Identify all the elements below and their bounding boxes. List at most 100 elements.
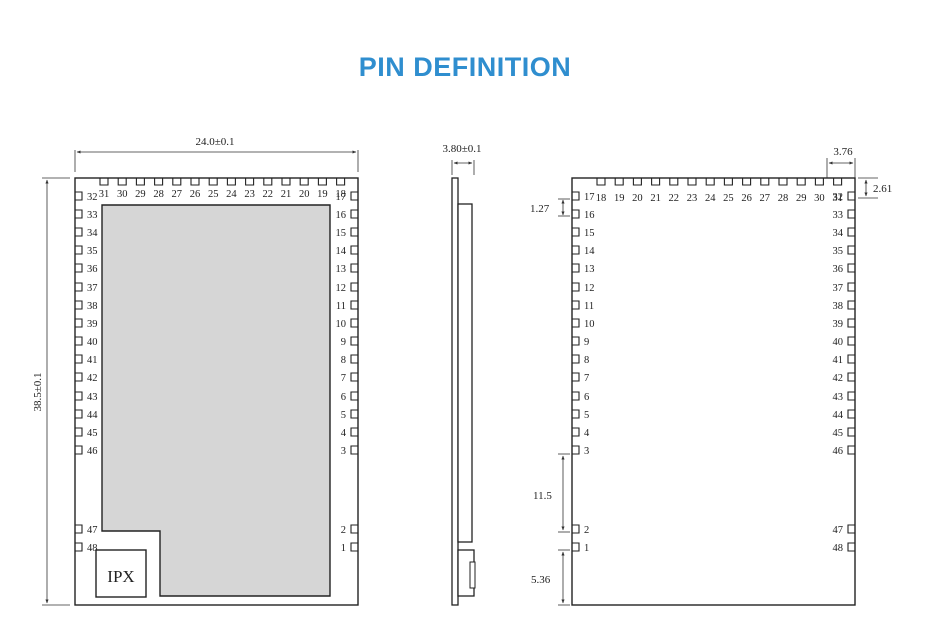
front-top-pad [317, 178, 327, 186]
front-left-pad [75, 427, 83, 437]
back-left-pad [572, 524, 580, 534]
back-corner-dim: 2.61 [873, 183, 892, 195]
front-left-pin-label: 45 [87, 428, 98, 439]
front-left-pin-label: 43 [87, 392, 98, 403]
back-left-pad [572, 354, 580, 364]
front-left-pad [75, 245, 83, 255]
back-pitch-dim: 1.27 [530, 203, 550, 215]
back-right-pad [847, 300, 855, 310]
front-top-pin-label: 27 [172, 189, 183, 200]
front-right-pad [350, 391, 358, 401]
back-right-pad [847, 372, 855, 382]
back-right-pin-label: 40 [833, 337, 844, 348]
front-left-pad [75, 227, 83, 237]
front-top-pin-label: 28 [153, 189, 164, 200]
back-left-pad [572, 372, 580, 382]
front-top-pin-label: 22 [263, 189, 274, 200]
back-bottom-dim: 5.36 [531, 574, 551, 586]
back-left-pad [572, 300, 580, 310]
back-right-pin-label: 46 [833, 446, 844, 457]
back-top-pin-label: 31 [832, 193, 843, 204]
back-right-pad [847, 524, 855, 534]
back-right-pad [847, 263, 855, 273]
back-left-pin-label: 7 [584, 373, 589, 384]
front-top-pad [336, 178, 346, 186]
back-left-pad [572, 445, 580, 455]
front-right-pin-label: 7 [341, 373, 346, 384]
back-top-pad [723, 178, 733, 186]
back-right-pin-label: 42 [833, 373, 844, 384]
side-shield [457, 203, 473, 543]
front-left-pin-label: 37 [87, 283, 98, 294]
front-top-pad [245, 178, 255, 186]
front-top-pad [208, 178, 218, 186]
front-top-pad [299, 178, 309, 186]
back-right-pin-label: 47 [833, 525, 844, 536]
front-top-pad [190, 178, 200, 186]
back-left-pad [572, 427, 580, 437]
front-top-pin-label: 31 [99, 189, 110, 200]
back-top-pin-label: 29 [796, 193, 807, 204]
front-left-pin-label: 47 [87, 525, 98, 536]
front-right-pad [350, 191, 358, 201]
front-left-pin-label: 38 [87, 301, 98, 312]
back-right-pad [847, 391, 855, 401]
front-right-pad [350, 372, 358, 382]
front-right-pin-label: 8 [341, 355, 346, 366]
front-left-pad [75, 282, 83, 292]
front-shield [101, 204, 331, 597]
front-right-pin-label: 10 [336, 319, 347, 330]
back-top-pin-label: 22 [669, 193, 680, 204]
front-right-pin-label: 4 [341, 428, 347, 439]
back-left-pad [572, 318, 580, 328]
back-top-pin-label: 18 [596, 193, 607, 204]
back-left-pin-label: 12 [584, 283, 595, 294]
front-left-pin-label: 36 [87, 264, 98, 275]
back-top-pin-label: 30 [814, 193, 825, 204]
front-right-pin-label: 2 [341, 525, 346, 536]
back-right-pad [847, 282, 855, 292]
back-right-pad [847, 209, 855, 219]
back-left-pin-label: 1 [584, 543, 589, 554]
front-top-pad [281, 178, 291, 186]
back-top-pad [778, 178, 788, 186]
back-top-pad [632, 178, 642, 186]
back-left-pad [572, 542, 580, 552]
back-right-pin-label: 45 [833, 428, 844, 439]
front-left-pin-label: 33 [87, 210, 98, 221]
back-right-pad [847, 354, 855, 364]
front-left-pad [75, 318, 83, 328]
front-top-pin-label: 30 [117, 189, 128, 200]
front-right-pad [350, 227, 358, 237]
front-right-pin-label: 9 [341, 337, 346, 348]
front-left-pad [75, 336, 83, 346]
front-top-pad [117, 178, 127, 186]
ipx-label: IPX [107, 567, 134, 586]
front-left-pad [75, 209, 83, 219]
back-right-pin-label: 35 [833, 246, 844, 257]
back-top-pin-label: 21 [650, 193, 661, 204]
back-right-pin-label: 48 [833, 543, 844, 554]
back-right-pad [847, 427, 855, 437]
front-left-pin-label: 44 [87, 410, 98, 421]
front-top-pin-label: 18 [335, 189, 346, 200]
back-top-pad [596, 178, 606, 186]
back-right-pin-label: 41 [833, 355, 844, 366]
front-right-pad [350, 354, 358, 364]
back-top-pad [796, 178, 806, 186]
front-left-pin-label: 35 [87, 246, 98, 257]
back-gap-dim: 11.5 [533, 490, 552, 502]
front-right-pin-label: 11 [336, 301, 346, 312]
back-left-pin-label: 16 [584, 210, 595, 221]
front-right-pin-label: 16 [336, 210, 347, 221]
back-top-pin-label: 23 [687, 193, 698, 204]
back-right-pin-label: 32 [833, 192, 844, 203]
front-left-pad [75, 391, 83, 401]
front-left-pin-label: 39 [87, 319, 98, 330]
back-module-outline [571, 177, 856, 606]
back-left-pad [572, 191, 580, 201]
back-left-pin-label: 9 [584, 337, 589, 348]
back-left-pin-label: 17 [584, 192, 595, 203]
